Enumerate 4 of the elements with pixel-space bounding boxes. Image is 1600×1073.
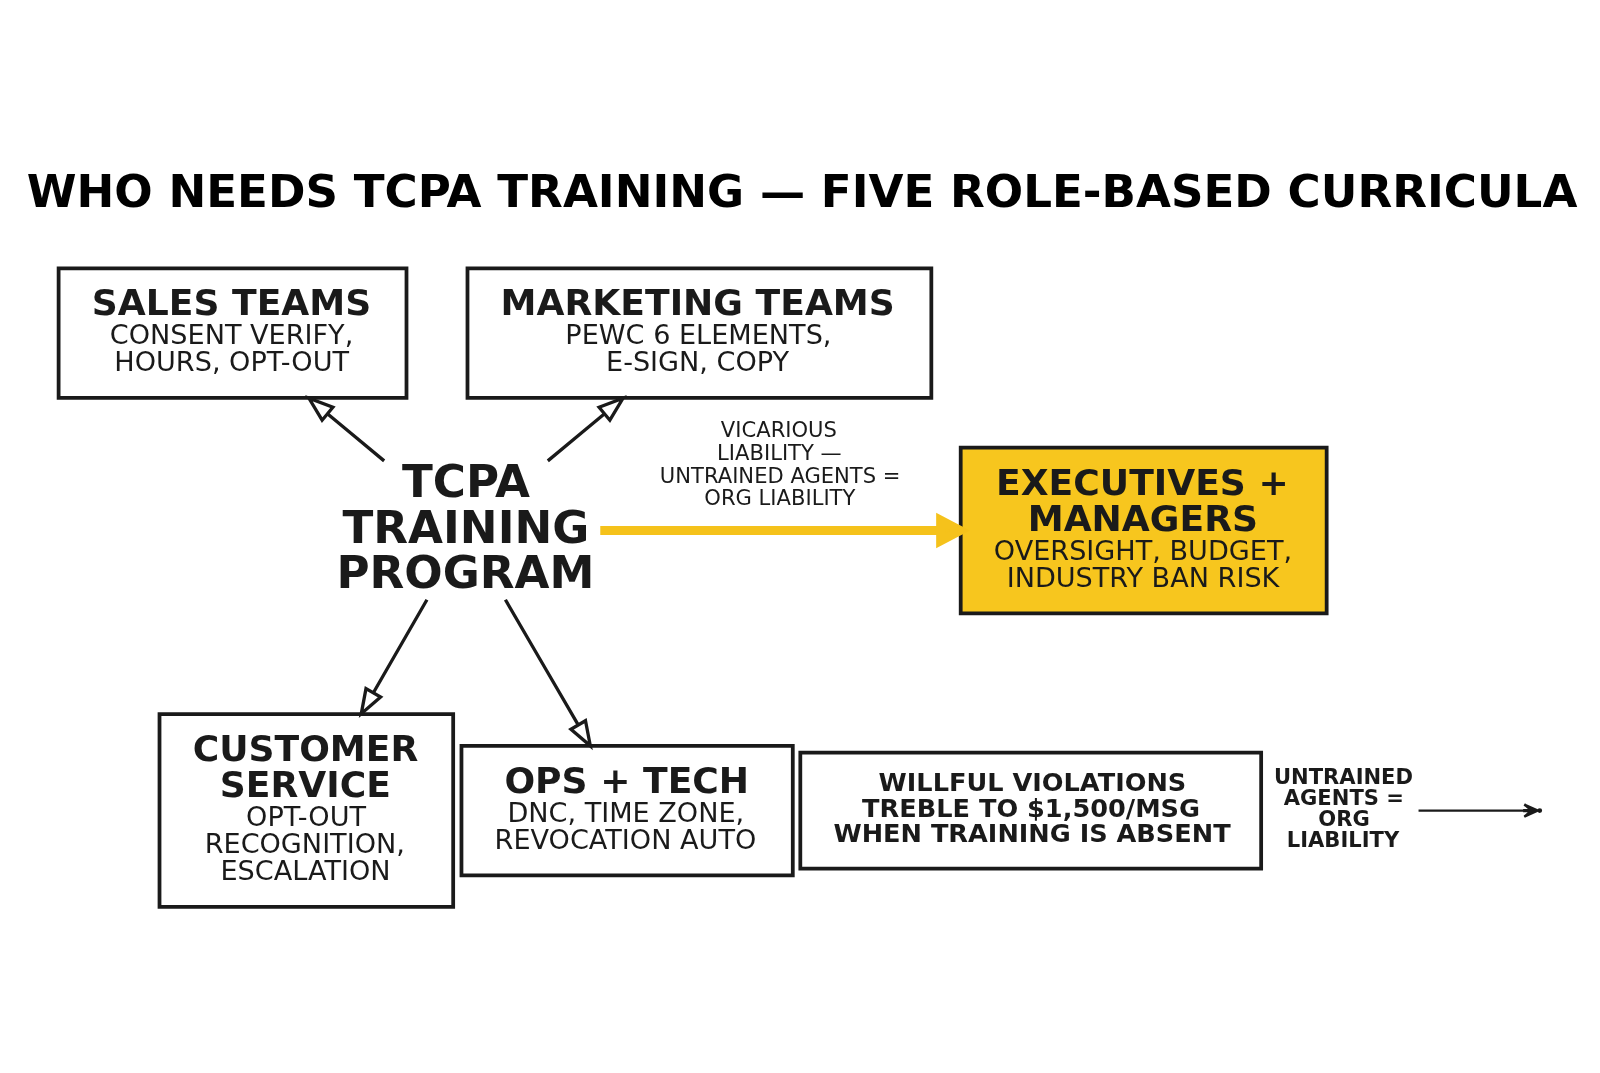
node-text: UNTRAINED AGENTS = ORG LIABILITY (1273, 763, 1414, 853)
node-text: TCPA TRAINING PROGRAM (336, 455, 595, 599)
edge-label: VICARIOUS LIABILITY — UNTRAINED AGENTS = ORG LIABILITY (659, 417, 901, 511)
diagram-title: WHO NEEDS TCPA TRAINING — FIVE ROLE-BASED CURRICULA (26, 164, 1578, 218)
